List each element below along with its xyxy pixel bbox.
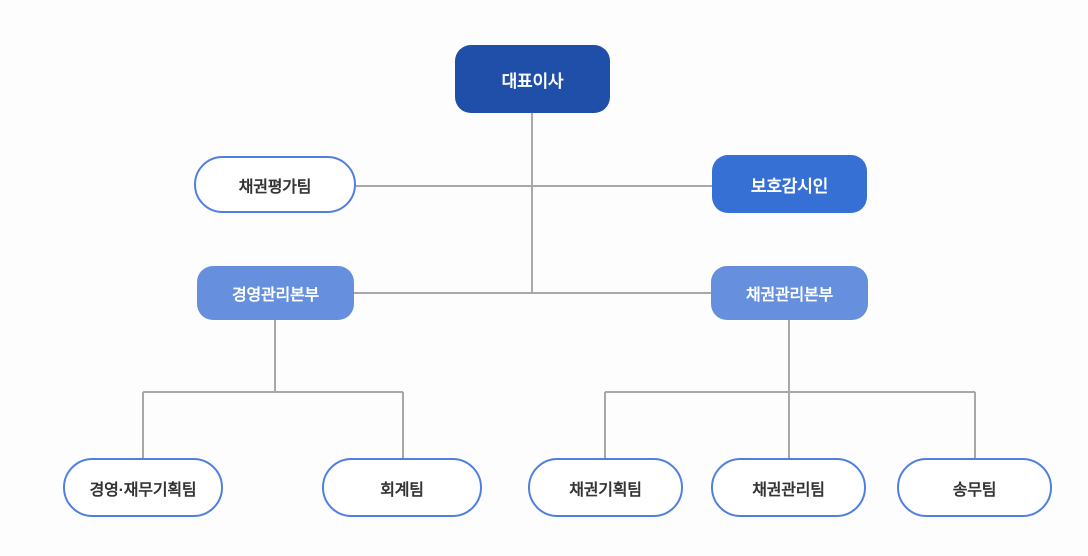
org-node-label: 보호감시인 xyxy=(750,176,829,196)
org-node-label: 송무팀 xyxy=(952,481,997,499)
org-node-label: 채권관리팀 xyxy=(752,481,825,499)
org-node-credit-evaluation-team[interactable]: 채권평가팀 xyxy=(194,156,356,213)
org-node-litigation-team[interactable]: 송무팀 xyxy=(897,458,1052,517)
org-node-management-division[interactable]: 경영관리본부 xyxy=(197,266,354,320)
org-node-label: 채권기획팀 xyxy=(569,481,642,499)
org-node-label: 경영·재무기획팀 xyxy=(89,481,197,499)
org-node-ceo[interactable]: 대표이사 xyxy=(455,45,610,113)
org-node-label: 채권평가팀 xyxy=(238,178,312,196)
org-node-label: 경영관리본부 xyxy=(231,287,320,304)
org-node-credit-management-team[interactable]: 채권관리팀 xyxy=(711,458,866,517)
org-node-label: 회계팀 xyxy=(380,481,424,499)
org-node-compliance-officer[interactable]: 보호감시인 xyxy=(712,155,867,213)
org-node-management-finance-planning-team[interactable]: 경영·재무기획팀 xyxy=(63,458,223,517)
org-node-accounting-team[interactable]: 회계팀 xyxy=(322,458,482,517)
org-node-credit-division[interactable]: 채권관리본부 xyxy=(711,266,868,320)
org-node-label: 대표이사 xyxy=(501,71,564,91)
org-node-label: 채권관리본부 xyxy=(745,287,834,304)
org-node-credit-planning-team[interactable]: 채권기획팀 xyxy=(528,458,683,517)
